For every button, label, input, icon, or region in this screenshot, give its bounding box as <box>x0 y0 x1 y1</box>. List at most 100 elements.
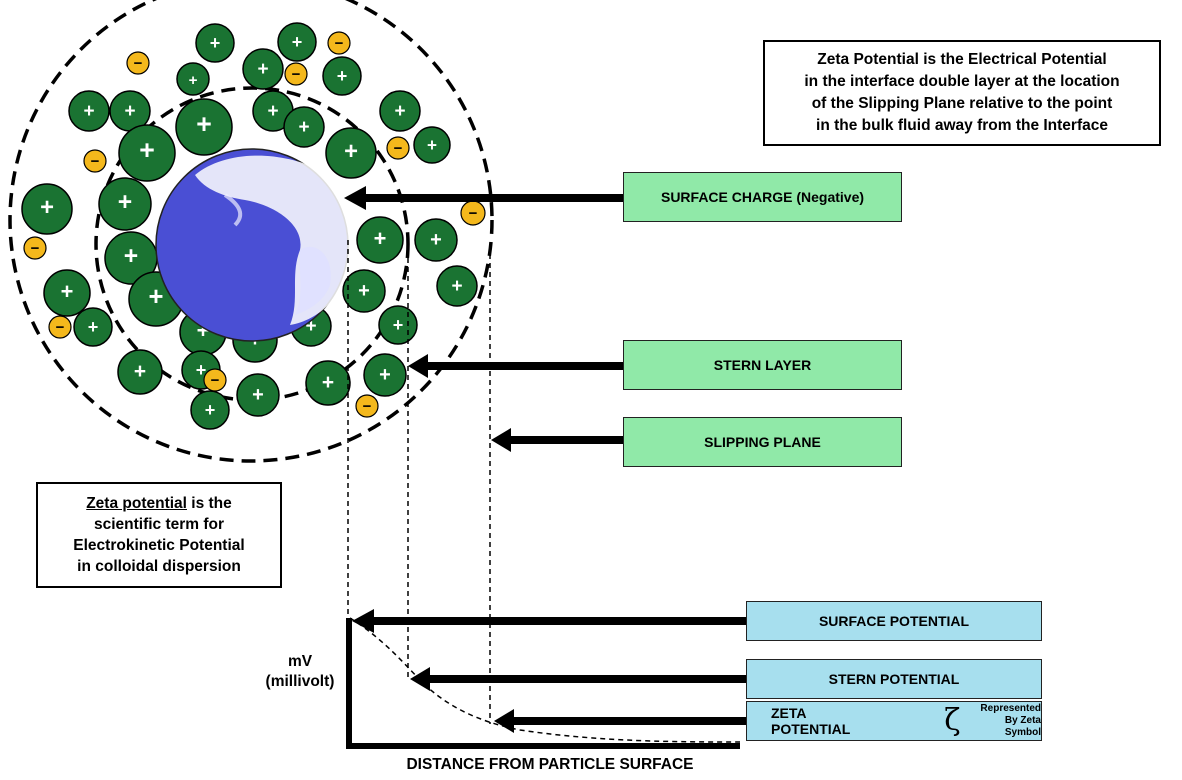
svg-text:+: + <box>451 276 462 297</box>
arrow-stern-layer <box>408 354 625 378</box>
positive-ion: + <box>436 265 478 307</box>
negative-ion: − <box>355 394 379 418</box>
positive-ion: + <box>236 373 280 417</box>
positive-ion: + <box>363 353 407 397</box>
svg-text:+: + <box>393 315 404 335</box>
svg-text:+: + <box>40 194 54 221</box>
svg-text:+: + <box>305 316 316 337</box>
svg-text:+: + <box>124 101 135 122</box>
zeta-symbol-note-line: By Zeta Symbol <box>1004 715 1041 738</box>
zeta-symbol-note: Represented By Zeta Symbol <box>967 703 1041 739</box>
svg-text:+: + <box>252 384 264 406</box>
zeta-definition-box: Zeta Potential is the Electrical Potenti… <box>763 40 1161 146</box>
zeta-definition-line: Zeta Potential is the Electrical Potenti… <box>817 51 1107 68</box>
zeta-term-box: Zeta potential is the scientific term fo… <box>36 482 282 588</box>
svg-text:+: + <box>344 138 358 165</box>
zeta-term-line: Zeta potential is the <box>38 493 280 514</box>
zeta-term-underlined: Zeta potential <box>86 495 187 512</box>
svg-text:−: − <box>394 140 403 157</box>
zeta-potential-label: ZETA POTENTIAL ζ Represented By Zeta Sym… <box>746 701 1042 741</box>
positive-ions: ++++++++++++++++++++++++++++++++++ <box>21 22 478 430</box>
svg-text:+: + <box>394 101 405 122</box>
svg-text:+: + <box>298 117 309 138</box>
positive-ion: + <box>104 231 158 285</box>
svg-text:+: + <box>189 72 198 89</box>
svg-text:+: + <box>210 33 221 53</box>
x-axis-label: DISTANCE FROM PARTICLE SURFACE <box>406 756 694 773</box>
negative-ions: −−−−−−−−−− <box>23 31 486 418</box>
svg-text:+: + <box>196 109 212 139</box>
zeta-term-line: in colloidal dispersion <box>77 558 241 575</box>
zeta-term-rest: is the <box>186 495 232 512</box>
slipping-plane-label: SLIPPING PLANE <box>623 417 902 467</box>
positive-ion: + <box>413 126 451 164</box>
svg-text:+: + <box>427 136 437 155</box>
zeta-term-line: Electrokinetic Potential <box>73 537 245 554</box>
svg-text:−: − <box>31 240 40 257</box>
svg-text:+: + <box>267 101 278 122</box>
positive-ion: + <box>190 390 230 430</box>
potential-decay-curve <box>349 617 741 743</box>
surface-charge-label: SURFACE CHARGE (Negative) <box>623 172 902 222</box>
positive-ion: + <box>356 216 404 264</box>
positive-ion: + <box>68 90 110 132</box>
svg-text:+: + <box>139 135 155 165</box>
svg-text:−: − <box>363 398 372 415</box>
svg-text:+: + <box>292 32 303 52</box>
negative-ion: − <box>23 236 47 260</box>
svg-text:−: − <box>469 205 478 222</box>
positive-ion: + <box>242 48 284 90</box>
svg-text:+: + <box>205 400 216 420</box>
positive-ion: + <box>73 307 113 347</box>
diffuse-layer-boundary <box>8 0 494 463</box>
y-axis-unit: mV (millivolt) <box>255 652 345 692</box>
svg-text:+: + <box>337 66 348 86</box>
positive-ion: + <box>176 62 210 96</box>
svg-text:+: + <box>118 189 132 216</box>
positive-ion: + <box>342 269 386 313</box>
positive-ion: + <box>322 56 362 96</box>
zeta-term-line: scientific term for <box>93 516 225 533</box>
svg-text:+: + <box>257 59 268 80</box>
positive-ion: + <box>195 23 235 63</box>
positive-ion: + <box>378 305 418 345</box>
positive-ion: + <box>379 90 421 132</box>
svg-text:−: − <box>335 35 344 52</box>
zeta-symbol-icon: ζ <box>944 703 961 738</box>
negative-ion: − <box>284 62 308 86</box>
arrow-surface-potential <box>352 609 748 633</box>
surface-potential-label: SURFACE POTENTIAL <box>746 601 1042 641</box>
svg-text:+: + <box>134 360 146 383</box>
negative-ion: − <box>48 315 72 339</box>
positive-ion: + <box>305 360 351 406</box>
positive-ion: + <box>118 124 176 182</box>
svg-text:+: + <box>196 360 207 380</box>
y-axis-unit-short: mV <box>287 653 313 670</box>
positive-ion: + <box>414 218 458 262</box>
zeta-symbol-note-line: Represented <box>980 703 1041 714</box>
arrow-slipping-plane <box>491 428 625 452</box>
positive-ion: + <box>283 106 325 148</box>
svg-text:−: − <box>56 319 65 336</box>
zeta-definition-line: in the interface double layer at the loc… <box>804 73 1120 90</box>
y-axis-unit-long: (millivolt) <box>265 673 335 690</box>
positive-ion: + <box>175 98 233 156</box>
particle <box>155 148 351 342</box>
svg-text:−: − <box>292 66 301 83</box>
svg-text:+: + <box>322 371 334 394</box>
svg-text:−: − <box>134 55 143 72</box>
arrow-stern-potential <box>410 667 748 691</box>
negative-ion: − <box>386 136 410 160</box>
svg-text:−: − <box>211 372 220 389</box>
positive-ion: + <box>21 183 73 235</box>
zeta-definition-line: of the Slipping Plane relative to the po… <box>811 95 1113 112</box>
negative-ion: − <box>460 200 486 226</box>
svg-text:+: + <box>124 243 138 270</box>
svg-text:+: + <box>358 280 370 302</box>
negative-ion: − <box>203 368 227 392</box>
positive-ion: + <box>277 22 317 62</box>
positive-ion: + <box>325 127 377 179</box>
svg-text:+: + <box>149 283 164 311</box>
positive-ion: + <box>109 90 151 132</box>
